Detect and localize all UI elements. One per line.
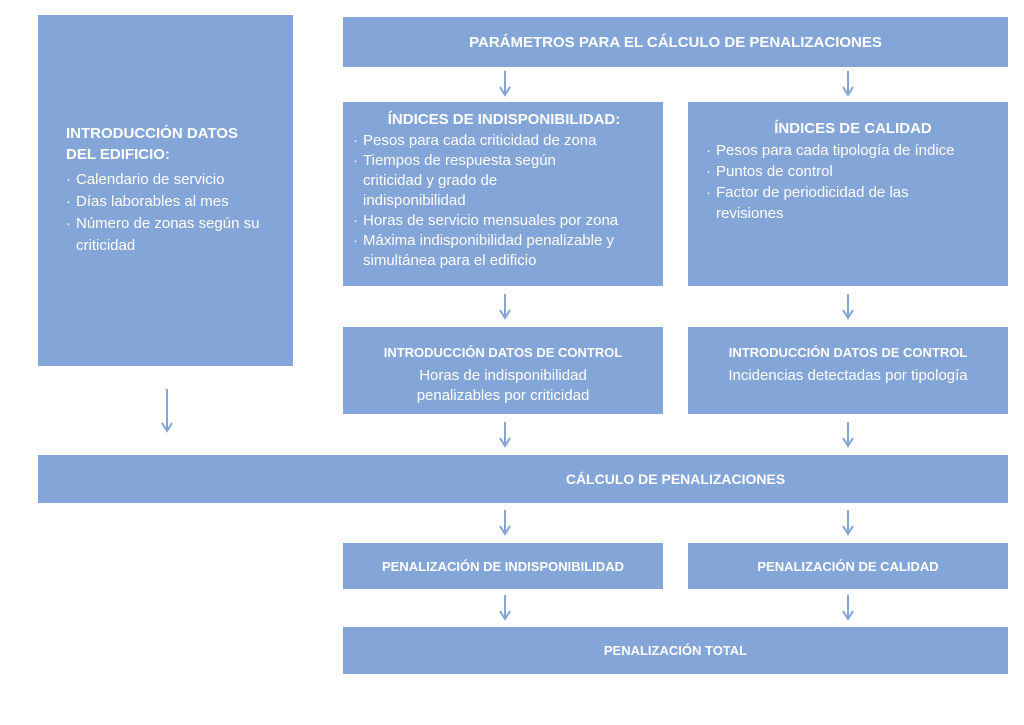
quality-title: ÍNDICES DE CALIDAD	[774, 120, 932, 137]
list-item: Máxima indisponibilidad penalizable y si…	[353, 231, 653, 271]
unavailability-title: ÍNDICES DE INDISPONIBILIDAD:	[387, 111, 621, 128]
calculation-title: CÁLCULO DE PENALIZACIONES	[565, 471, 786, 487]
quality-list: Pesos para cada tipología de índice Punt…	[706, 140, 1000, 224]
list-item: Pesos para cada criticidad de zona	[353, 131, 655, 151]
building-data-list: Calendario de servicio Días laborables a…	[66, 169, 279, 257]
params-title: PARÁMETROS PARA EL CÁLCULO DE PENALIZACI…	[469, 33, 882, 51]
unavailability-list: Pesos para cada criticidad de zona Tiemp…	[353, 131, 655, 271]
arrow-down-icon	[498, 510, 512, 536]
penalty-total-title: PENALIZACIÓN TOTAL	[603, 643, 748, 658]
list-item: Horas de servicio mensuales por zona	[353, 211, 655, 231]
control-right-title: INTRODUCCIÓN DATOS DE CONTROL	[728, 345, 968, 360]
quality-box: ÍNDICES DE CALIDAD Pesos para cada tipol…	[688, 102, 1008, 286]
arrow-down-icon	[498, 71, 512, 97]
penalty-total-box: PENALIZACIÓN TOTAL	[343, 627, 1008, 674]
list-item: Pesos para cada tipología de índice	[706, 140, 1000, 161]
building-data-title: INTRODUCCIÓN DATOS DEL EDIFICIO:	[66, 125, 238, 163]
calculation-box: CÁLCULO DE PENALIZACIONES	[38, 455, 1008, 503]
control-left-text: Horas de indisponibilidad penalizables p…	[416, 367, 590, 404]
penalty-quality-box: PENALIZACIÓN DE CALIDAD	[688, 543, 1008, 589]
list-item: Días laborables al mes	[66, 191, 279, 213]
arrow-down-icon	[841, 422, 855, 448]
penalty-unavailability-box: PENALIZACIÓN DE INDISPONIBILIDAD	[343, 543, 663, 589]
control-right-box: INTRODUCCIÓN DATOS DE CONTROL Incidencia…	[688, 327, 1008, 414]
unavailability-box: ÍNDICES DE INDISPONIBILIDAD: Pesos para …	[343, 102, 663, 286]
params-box: PARÁMETROS PARA EL CÁLCULO DE PENALIZACI…	[343, 17, 1008, 67]
list-item: Factor de periodicidad de las revisiones	[706, 182, 966, 224]
arrow-down-icon	[841, 595, 855, 621]
list-item: Calendario de servicio	[66, 169, 279, 191]
penalty-quality-title: PENALIZACIÓN DE CALIDAD	[757, 558, 939, 574]
control-left-box: INTRODUCCIÓN DATOS DE CONTROL Horas de i…	[343, 327, 663, 414]
arrow-down-icon	[160, 389, 174, 433]
penalty-unavailability-title: PENALIZACIÓN DE INDISPONIBILIDAD	[382, 558, 624, 574]
arrow-down-icon	[841, 294, 855, 320]
arrow-down-icon	[498, 595, 512, 621]
list-item: Puntos de control	[706, 161, 1000, 182]
list-item: Número de zonas según su criticidad	[66, 213, 279, 257]
building-data-box: INTRODUCCIÓN DATOS DEL EDIFICIO: Calenda…	[38, 15, 293, 366]
control-right-text: Incidencias detectadas por tipología	[728, 367, 968, 384]
list-item: Tiempos de respuesta según criticidad y …	[353, 151, 593, 211]
arrow-down-icon	[498, 422, 512, 448]
control-left-title: INTRODUCCIÓN DATOS DE CONTROL	[383, 345, 623, 360]
arrow-down-icon	[841, 71, 855, 97]
arrow-down-icon	[841, 510, 855, 536]
arrow-down-icon	[498, 294, 512, 320]
